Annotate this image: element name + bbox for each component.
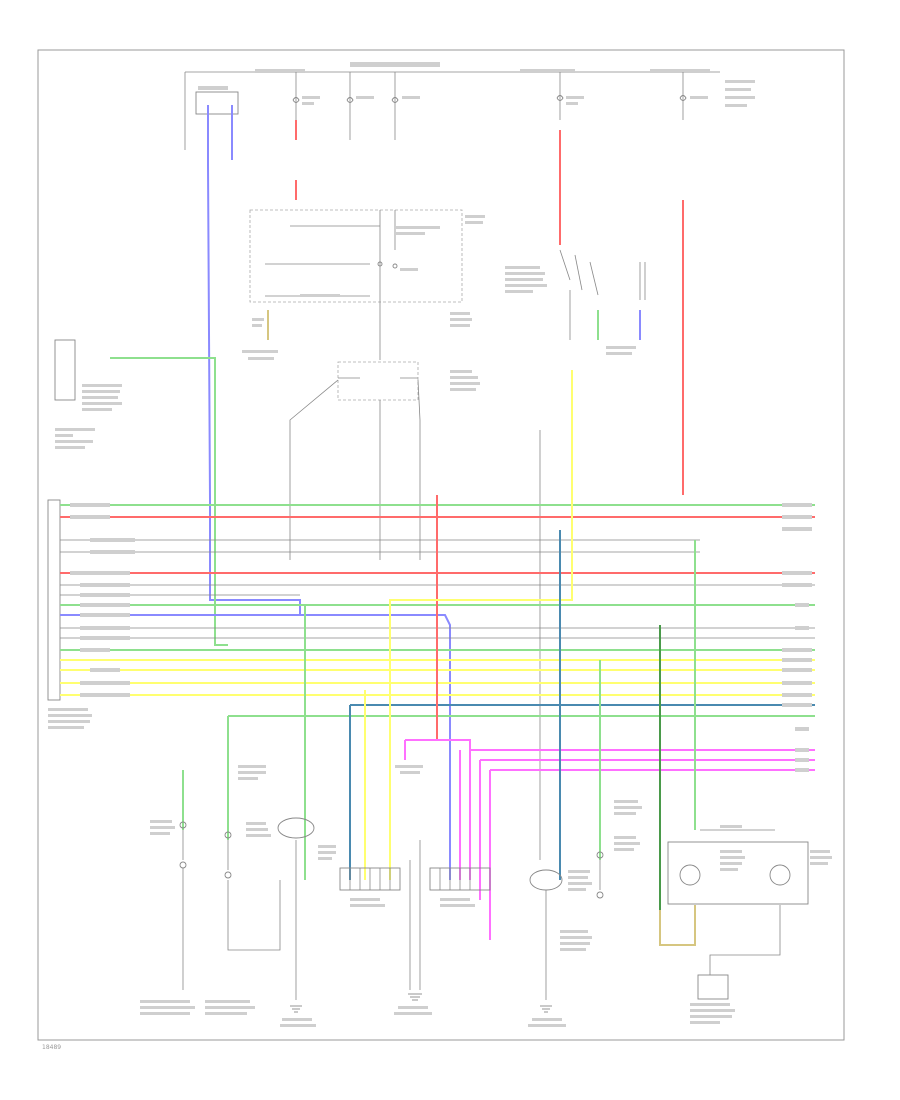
connector-icon — [47, 499, 92, 729]
switch-icon — [140, 820, 195, 1015]
wire-gray-drop1 — [289, 379, 339, 560]
fuse-block-left — [195, 86, 239, 115]
fuse-icon — [346, 72, 374, 140]
fuse-icon — [391, 72, 420, 140]
connector-icon — [690, 974, 735, 1024]
headlight-switch — [249, 209, 485, 360]
right-connector-labels — [782, 503, 812, 772]
top-power-bus — [184, 62, 720, 150]
switch-icon — [596, 800, 642, 899]
motor-icon — [529, 869, 592, 1000]
ground-icon — [394, 993, 432, 1015]
door-lock-module — [667, 825, 832, 905]
switch-icon — [505, 249, 646, 340]
fuse-icon — [679, 72, 755, 120]
left-side-labels — [54, 339, 122, 449]
left-connector-labels — [70, 503, 135, 697]
fuse-icon — [556, 72, 584, 120]
ground-icon — [528, 1005, 566, 1027]
ground-icon — [280, 1005, 316, 1027]
wire-yellow-vert — [389, 370, 573, 880]
wire-green-left — [110, 357, 228, 646]
connector-icon — [409, 840, 491, 990]
motor-icon — [277, 817, 336, 1000]
wire-gray-bottom — [709, 905, 781, 975]
wire-gray-drop3 — [417, 379, 421, 560]
connector-icon — [339, 867, 401, 907]
fuse-icon — [292, 72, 320, 140]
wire-tan-bottom — [659, 905, 696, 946]
switch-icon — [205, 765, 281, 1015]
horizontal-bus — [60, 504, 815, 771]
relay-icon — [337, 361, 480, 420]
diagram-code: 18489 — [42, 1044, 62, 1051]
wire-blue-main — [207, 105, 451, 880]
pink-wire-group — [395, 739, 491, 940]
diagram-border — [37, 49, 845, 1041]
